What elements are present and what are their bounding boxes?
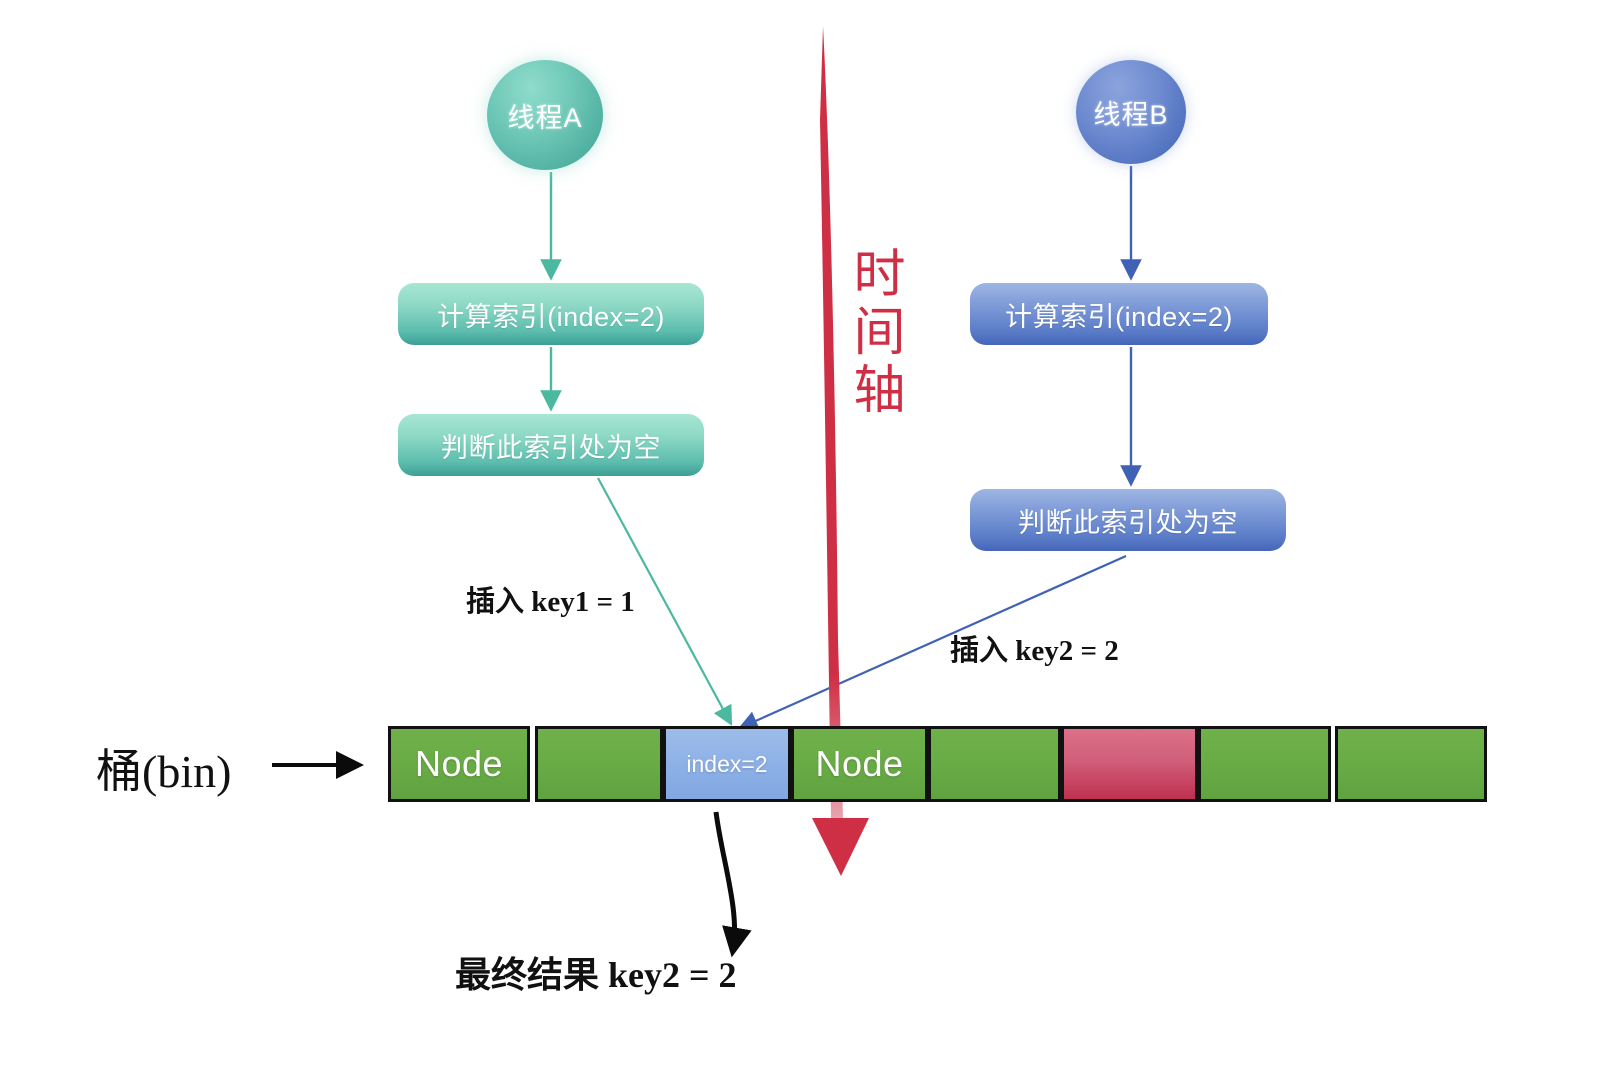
insert-key2-label: 插入 key2 = 2 [950, 635, 1119, 667]
bucket-cell-0[interactable]: Node [388, 726, 530, 802]
timeline-arrowhead [812, 818, 869, 876]
bucket-cell-6[interactable] [1198, 726, 1331, 802]
bucket-cell-3-label: Node [815, 743, 904, 784]
thread-b-step-compute-index[interactable]: 计算索引(index=2) [970, 283, 1268, 345]
thread-b-label: 线程B [1093, 99, 1169, 130]
thread-a-step2-label: 判断此索引处为空 [441, 432, 661, 463]
timeline-label: 时间轴 [845, 246, 902, 420]
bucket-cell-5[interactable] [1061, 726, 1198, 802]
bucket-cell-1[interactable] [535, 726, 663, 802]
thread-b-step1-label: 计算索引(index=2) [1005, 301, 1233, 332]
thread-a-step-compute-index[interactable]: 计算索引(index=2) [398, 283, 704, 345]
bucket-cell-4[interactable] [928, 726, 1061, 802]
thread-a-step-check-empty[interactable]: 判断此索引处为空 [398, 414, 704, 476]
bucket-cell-2[interactable]: index=2 [663, 726, 791, 802]
thread-b-step2-label: 判断此索引处为空 [1018, 507, 1238, 538]
thread-b-step-check-empty[interactable]: 判断此索引处为空 [970, 489, 1286, 551]
final-result-label: 最终结果 key2 = 2 [455, 955, 737, 995]
bucket-array: Node index=2 Node [388, 726, 1488, 802]
bin-label: 桶(bin) [96, 746, 232, 797]
bucket-cell-7[interactable] [1335, 726, 1487, 802]
bucket-cell-3[interactable]: Node [791, 726, 928, 802]
bucket-cell-0-label: Node [414, 743, 504, 784]
thread-a-step1-label: 计算索引(index=2) [437, 301, 665, 332]
final-result-arrow [713, 811, 752, 958]
bucket-cell-2-label: index=2 [686, 750, 768, 777]
timeline-axis [820, 26, 843, 818]
thread-a-node[interactable]: 线程A [487, 60, 603, 170]
thread-a-label: 线程A [507, 102, 583, 133]
insert-key1-label: 插入 key1 = 1 [466, 586, 635, 618]
thread-b-node[interactable]: 线程B [1076, 60, 1186, 164]
